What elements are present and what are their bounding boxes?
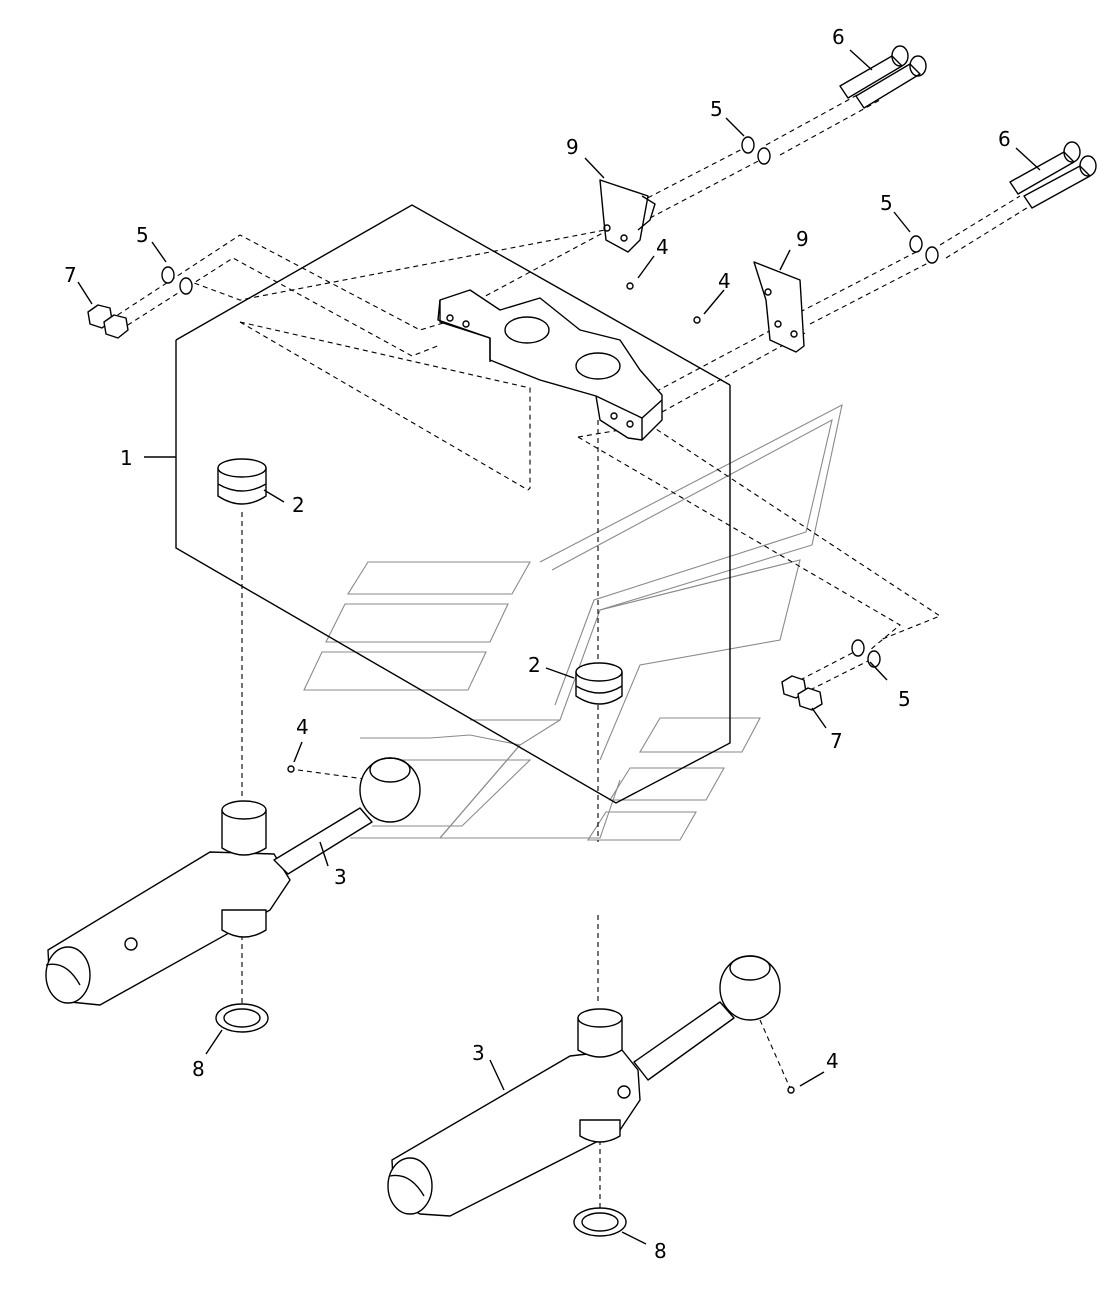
callout-bolt-right: 6 xyxy=(998,127,1011,151)
callout-bolt-top: 6 xyxy=(832,25,845,49)
bushing-lower xyxy=(575,662,623,705)
callout-washer-left: 5 xyxy=(136,223,149,247)
mounting-bracket xyxy=(437,289,663,441)
callout-fitting-bracket-right: 4 xyxy=(718,269,731,293)
callout-shim-left: 8 xyxy=(192,1057,205,1081)
callout-washer-right-lower: 5 xyxy=(898,687,911,711)
callout-fitting-cylinder-left: 4 xyxy=(296,715,309,739)
nuts xyxy=(87,304,823,711)
callout-washer-right-upper: 5 xyxy=(880,191,893,215)
plate-right xyxy=(753,261,805,353)
washers xyxy=(161,136,939,668)
assembly-dashed-lines xyxy=(109,87,1031,1208)
callout-cylinder-left: 3 xyxy=(334,865,347,889)
bolts-right xyxy=(1009,141,1097,209)
callout-nut-right: 7 xyxy=(830,729,843,753)
callout-fitting-bracket-left: 4 xyxy=(656,235,669,259)
callout-cylinder-right: 3 xyxy=(472,1041,485,1065)
callout-plate-left: 9 xyxy=(566,135,579,159)
cylinder-right xyxy=(387,955,781,1217)
callout-body: 1 xyxy=(120,446,133,470)
shim-right xyxy=(573,1207,627,1237)
watermark-logo xyxy=(303,403,843,841)
plate-left xyxy=(599,179,656,253)
body-outline xyxy=(144,204,731,804)
callout-labels: 1 2 2 3 3 4 4 4 4 5 5 5 5 6 6 7 7 8 8 9 … xyxy=(64,25,1011,1263)
bolts-top xyxy=(839,45,927,109)
bushing-upper xyxy=(217,458,267,505)
cylinder-left xyxy=(45,757,421,1006)
callout-bushing-lower: 2 xyxy=(528,653,541,677)
callout-plate-right: 9 xyxy=(796,227,809,251)
callout-shim-right: 8 xyxy=(654,1239,667,1263)
shim-left xyxy=(215,1003,269,1033)
grease-fittings xyxy=(287,282,795,1094)
leader-lines xyxy=(77,49,1041,1245)
callout-fitting-cylinder-right: 4 xyxy=(826,1049,839,1073)
callout-washer-top: 5 xyxy=(710,97,723,121)
callout-bushing-upper: 2 xyxy=(292,493,305,517)
callout-nut-left: 7 xyxy=(64,263,77,287)
